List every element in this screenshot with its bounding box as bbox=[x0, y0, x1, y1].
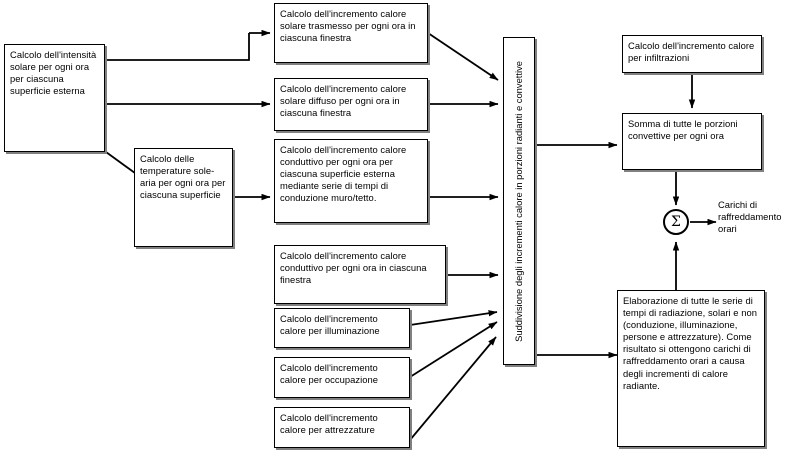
edge-trasmesso-to-suddivisione bbox=[427, 32, 499, 81]
node-conduttivo-superficie[interactable]: Calcolo dell'incremento calore conduttiv… bbox=[274, 139, 428, 223]
node-somma-convettive[interactable]: Somma di tutte le porzioni convettive pe… bbox=[622, 113, 762, 170]
node-infiltrazioni[interactable]: Calcolo dell'incremento calore per infil… bbox=[622, 35, 762, 73]
summation-node[interactable]: Σ bbox=[663, 209, 689, 235]
node-suddivisione[interactable]: Suddivisione degli incrementi calore in … bbox=[503, 37, 535, 365]
node-temperature-sole-aria[interactable]: Calcolo delle temperature sole-aria per … bbox=[134, 148, 233, 247]
node-illuminazione[interactable]: Calcolo dell'incremento calore per illum… bbox=[274, 308, 410, 348]
node-attrezzature[interactable]: Calcolo dell'incremento calore per attre… bbox=[274, 407, 410, 448]
node-conduttivo-finestra[interactable]: Calcolo dell'incremento calore conduttiv… bbox=[274, 245, 446, 304]
node-solare-diffuso[interactable]: Calcolo dell'incremento calore solare di… bbox=[274, 78, 428, 131]
node-occupazione[interactable]: Calcolo dell'incremento calore per occup… bbox=[274, 357, 410, 398]
edge-intensita-to-trasmesso bbox=[104, 33, 250, 61]
edge-illuminazione-to-suddivisione bbox=[409, 310, 498, 326]
edge-occupazione-to-suddivisione bbox=[409, 321, 498, 378]
edge-attrezzature-to-suddivisione bbox=[409, 336, 497, 441]
output-label: Carichi di raffreddamento orari bbox=[718, 199, 782, 235]
node-suddivisione-label: Suddivisione degli incrementi calore in … bbox=[513, 60, 524, 342]
node-solare-trasmesso[interactable]: Calcolo dell'incremento calore solare tr… bbox=[274, 3, 428, 63]
sigma-icon: Σ bbox=[671, 214, 681, 230]
node-elaborazione-radiante[interactable]: Elaborazione di tutte le serie di tempi … bbox=[617, 290, 765, 447]
node-intensita-solare[interactable]: Calcolo dell'intensità solare per ogni o… bbox=[4, 44, 105, 152]
